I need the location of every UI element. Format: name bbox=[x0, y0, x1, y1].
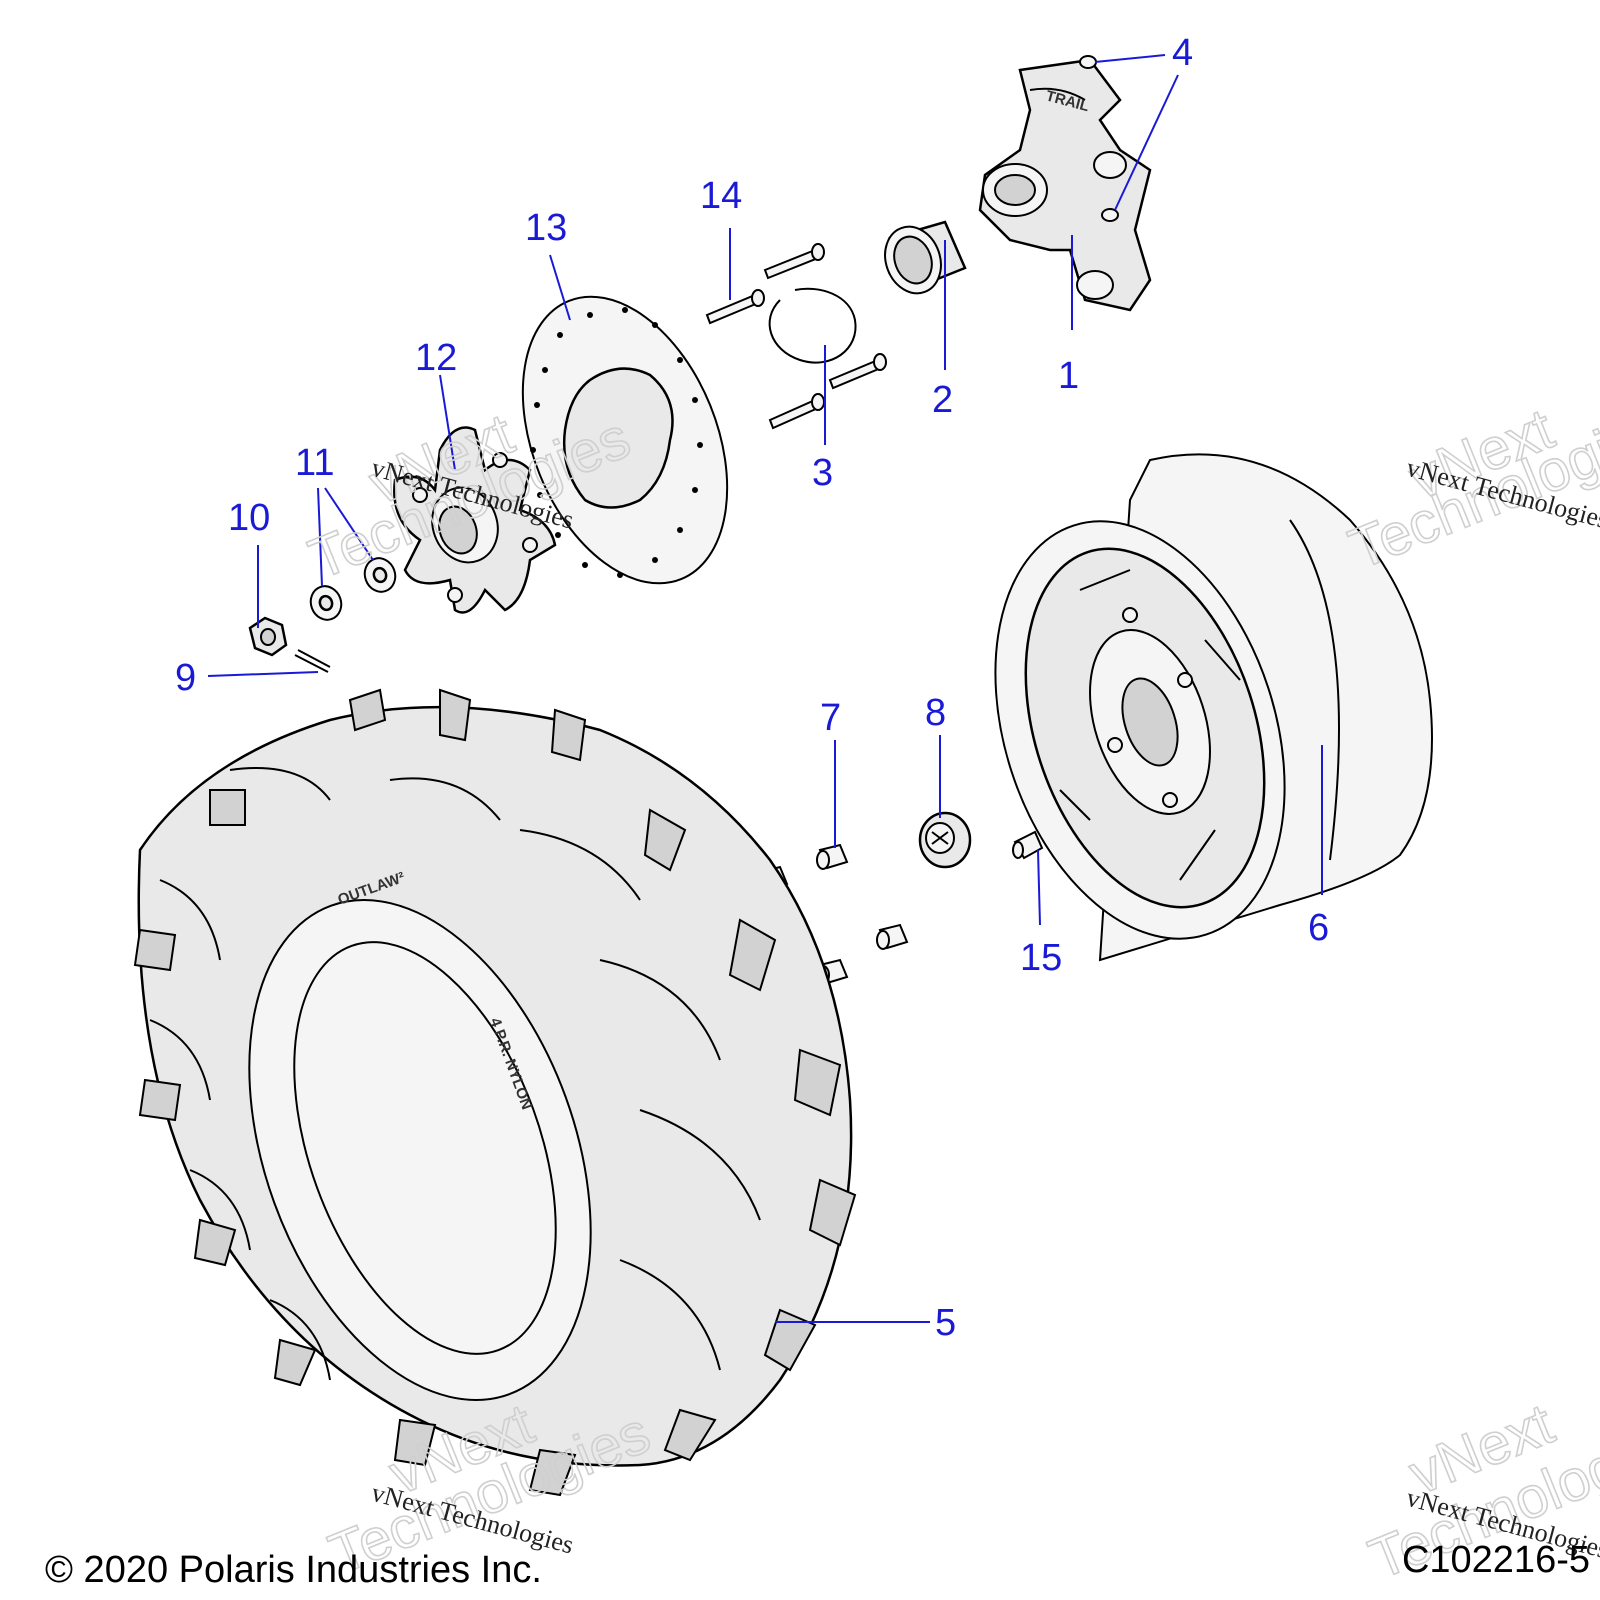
part-tire: OUTLAW² 4 P.R. NYLON bbox=[133, 688, 857, 1497]
callout-2: 2 bbox=[932, 379, 953, 421]
part-bearing bbox=[884, 220, 967, 295]
callout-10: 10 bbox=[228, 497, 270, 539]
callout-15: 15 bbox=[1020, 937, 1062, 979]
callout-4: 4 bbox=[1172, 32, 1193, 74]
callout-7: 7 bbox=[820, 697, 841, 739]
tire-tread-lines bbox=[149, 767, 761, 1381]
callout-11: 11 bbox=[295, 442, 334, 484]
part-center-cap bbox=[918, 811, 972, 869]
part-hub bbox=[393, 426, 557, 614]
part-snap-ring bbox=[768, 287, 857, 364]
callout-numbers: 1 2 3 4 5 6 7 8 9 10 11 12 13 14 15 bbox=[175, 32, 1329, 1344]
callout-6: 6 bbox=[1308, 907, 1329, 949]
leader-lines bbox=[207, 54, 1323, 1323]
part-cotter-pin bbox=[294, 649, 331, 673]
callout-9: 9 bbox=[175, 657, 196, 699]
tire-lugs bbox=[133, 688, 857, 1497]
copyright-text: © 2020 Polaris Industries Inc. bbox=[45, 1549, 542, 1591]
part-knuckle: TRAIL bbox=[978, 58, 1152, 312]
callout-13: 13 bbox=[525, 207, 567, 249]
callout-5: 5 bbox=[935, 1302, 956, 1344]
callout-12: 12 bbox=[415, 337, 457, 379]
part-castle-nut bbox=[248, 616, 288, 657]
callout-3: 3 bbox=[812, 452, 833, 494]
figure-id: C102216-5 bbox=[1402, 1539, 1590, 1581]
disc-holes bbox=[530, 307, 703, 578]
part-wheel-rim bbox=[994, 453, 1433, 962]
part-valve-stem bbox=[1012, 830, 1044, 860]
callout-8: 8 bbox=[925, 692, 946, 734]
part-brake-disc bbox=[521, 295, 729, 585]
callout-14: 14 bbox=[700, 175, 742, 217]
part-nuts bbox=[1079, 55, 1119, 222]
part-bolts bbox=[705, 243, 887, 430]
part-washers bbox=[309, 557, 397, 621]
callout-1: 1 bbox=[1058, 355, 1079, 397]
